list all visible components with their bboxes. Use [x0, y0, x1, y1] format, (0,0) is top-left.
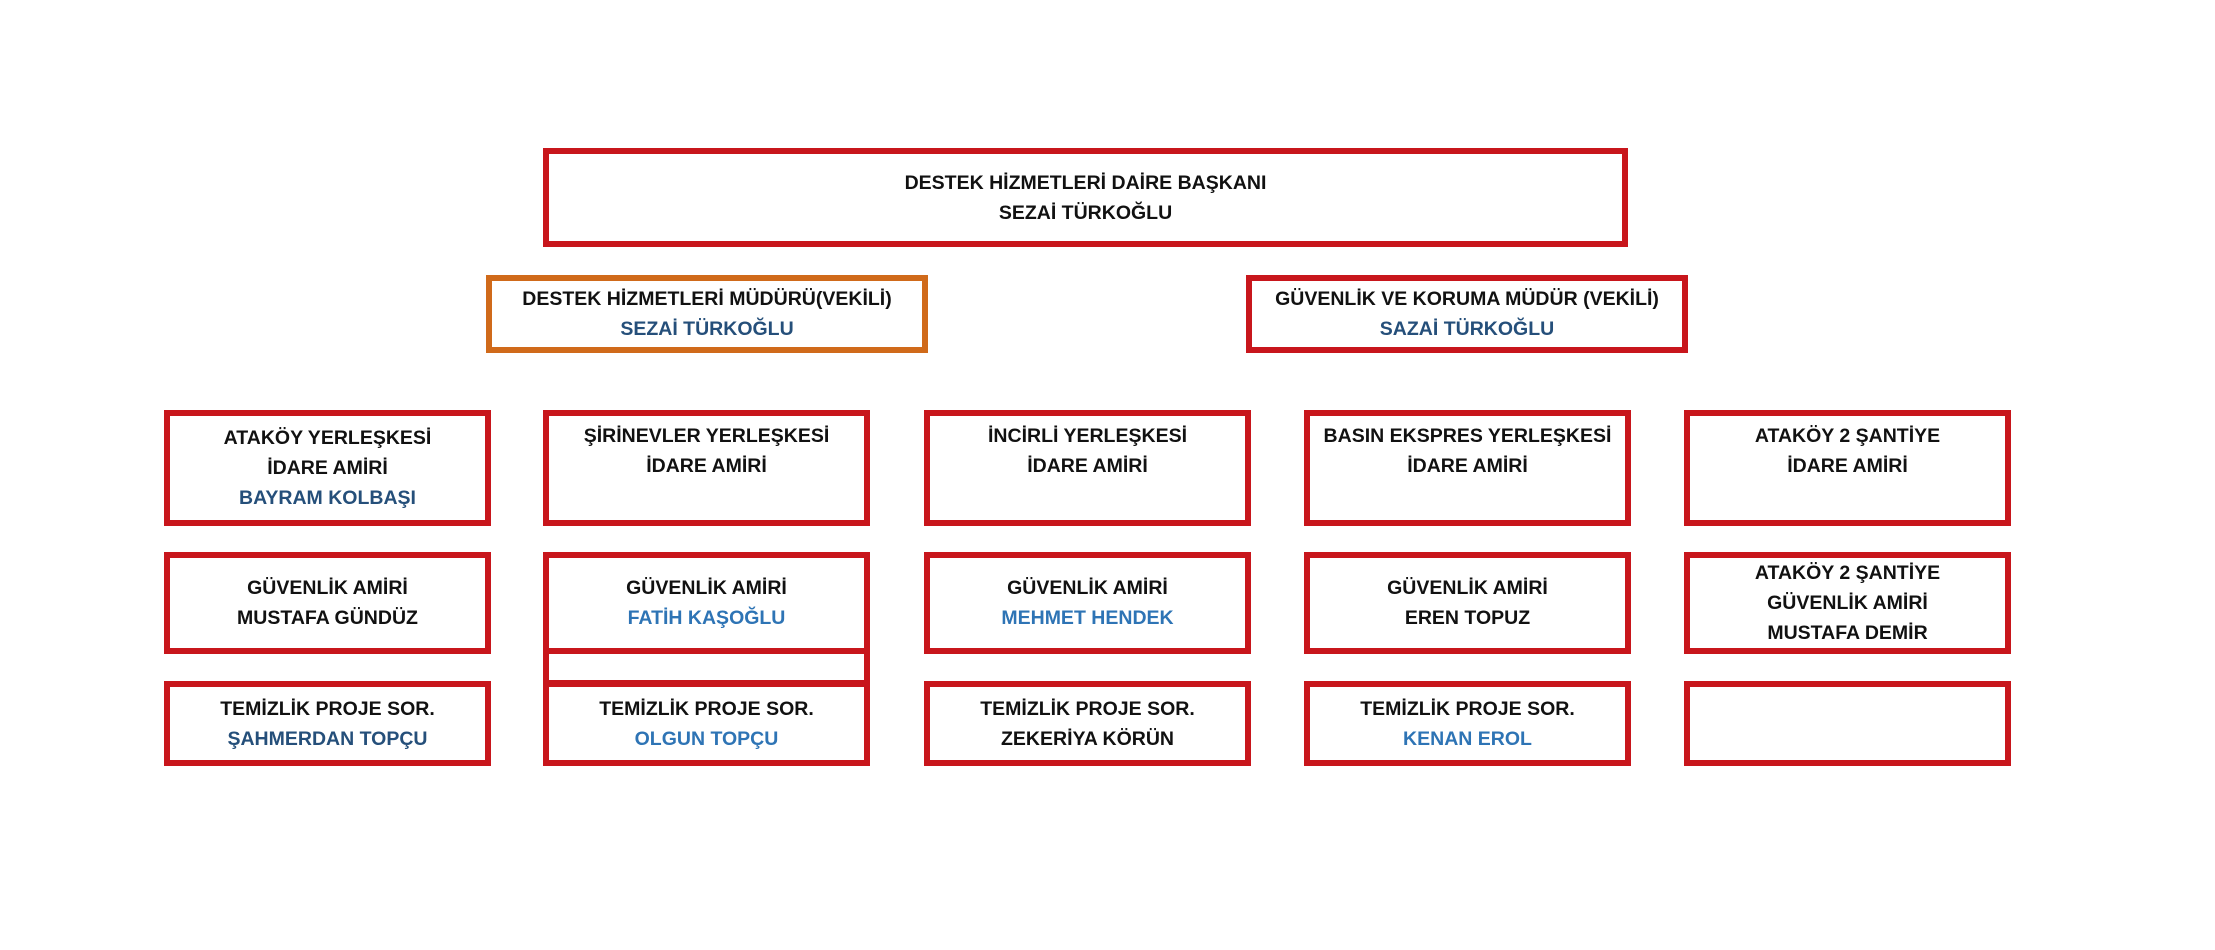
security-chief-role: GÜVENLİK AMİRİ	[1007, 577, 1168, 599]
cleaning-supervisor-name: ŞAHMERDAN TOPÇU	[227, 727, 428, 750]
department-head-title: DESTEK HİZMETLERİ DAİRE BAŞKANI	[904, 171, 1267, 194]
security-manager-name: SAZAİ TÜRKOĞLU	[1379, 318, 1555, 340]
security-chief-role: GÜVENLİK AMİRİ	[1767, 592, 1928, 614]
campus-role: İDARE AMİRİ	[267, 457, 388, 479]
support-services-manager-name: SEZAİ TÜRKOĞLU	[620, 318, 794, 340]
security-chief-role: GÜVENLİK AMİRİ	[1387, 577, 1548, 599]
campus-admin-box: İNCİRLİ YERLEŞKESİ İDARE AMİRİ	[924, 410, 1251, 526]
security-chief-box: GÜVENLİK AMİRİ MUSTAFA GÜNDÜZ	[164, 552, 491, 654]
campus-role: İDARE AMİRİ	[1787, 455, 1908, 477]
cleaning-supervisor-role: TEMİZLİK PROJE SOR.	[220, 697, 435, 720]
cleaning-supervisor-name: ZEKERİYA KÖRÜN	[1001, 727, 1174, 750]
security-chief-box: GÜVENLİK AMİRİ FATİH KAŞOĞLU	[543, 552, 870, 654]
cleaning-supervisor-box: TEMİZLİK PROJE SOR. OLGUN TOPÇU	[543, 681, 870, 766]
support-services-manager-title: DESTEK HİZMETLERİ MÜDÜRÜ(VEKİLİ)	[522, 288, 892, 310]
security-chief-name: MEHMET HENDEK	[1001, 607, 1174, 629]
security-chief-name: MUSTAFA GÜNDÜZ	[237, 607, 418, 629]
security-chief-box: GÜVENLİK AMİRİ MEHMET HENDEK	[924, 552, 1251, 654]
cleaning-supervisor-box: TEMİZLİK PROJE SOR. KENAN EROL	[1304, 681, 1631, 766]
campus-role: İDARE AMİRİ	[1027, 455, 1148, 477]
security-manager-box: GÜVENLİK VE KORUMA MÜDÜR (VEKİLİ) SAZAİ …	[1246, 275, 1688, 353]
department-head-name: SEZAİ TÜRKOĞLU	[998, 201, 1173, 224]
security-chief-name: FATİH KAŞOĞLU	[627, 607, 786, 629]
cleaning-supervisor-box: TEMİZLİK PROJE SOR. ŞAHMERDAN TOPÇU	[164, 681, 491, 766]
campus-role: İDARE AMİRİ	[646, 455, 767, 477]
campus-role: İDARE AMİRİ	[1407, 455, 1528, 477]
campus-name: BASIN EKSPRES YERLEŞKESİ	[1323, 425, 1612, 447]
support-services-manager-box: DESTEK HİZMETLERİ MÜDÜRÜ(VEKİLİ) SEZAİ T…	[486, 275, 928, 353]
campus-admin-box: ATAKÖY 2 ŞANTİYE İDARE AMİRİ	[1684, 410, 2011, 526]
cleaning-supervisor-box-empty	[1684, 681, 2011, 766]
security-chief-site: ATAKÖY 2 ŞANTİYE	[1754, 562, 1941, 584]
cleaning-supervisor-role: TEMİZLİK PROJE SOR.	[599, 697, 814, 720]
security-chief-name: EREN TOPUZ	[1404, 607, 1531, 629]
campus-admin-box: ATAKÖY YERLEŞKESİ İDARE AMİRİ BAYRAM KOL…	[164, 410, 491, 526]
campus-admin-box: BASIN EKSPRES YERLEŞKESİ İDARE AMİRİ	[1304, 410, 1631, 526]
department-head-box: DESTEK HİZMETLERİ DAİRE BAŞKANI SEZAİ TÜ…	[543, 148, 1628, 247]
campus-name: ATAKÖY YERLEŞKESİ	[223, 427, 432, 449]
campus-name: İNCİRLİ YERLEŞKESİ	[987, 425, 1187, 447]
cleaning-supervisor-name: KENAN EROL	[1403, 727, 1532, 750]
security-chief-box: GÜVENLİK AMİRİ EREN TOPUZ	[1304, 552, 1631, 654]
security-chief-role: GÜVENLİK AMİRİ	[626, 577, 787, 599]
cleaning-supervisor-role: TEMİZLİK PROJE SOR.	[980, 697, 1195, 720]
campus-admin-box: ŞİRİNEVLER YERLEŞKESİ İDARE AMİRİ	[543, 410, 870, 526]
cleaning-supervisor-role: TEMİZLİK PROJE SOR.	[1360, 697, 1575, 720]
cleaning-supervisor-name: OLGUN TOPÇU	[634, 727, 779, 750]
security-chief-box: ATAKÖY 2 ŞANTİYE GÜVENLİK AMİRİ MUSTAFA …	[1684, 552, 2011, 654]
security-manager-title: GÜVENLİK VE KORUMA MÜDÜR (VEKİLİ)	[1275, 288, 1659, 310]
cleaning-supervisor-box: TEMİZLİK PROJE SOR. ZEKERİYA KÖRÜN	[924, 681, 1251, 766]
campus-name: ATAKÖY 2 ŞANTİYE	[1754, 425, 1941, 447]
security-chief-name: MUSTAFA DEMİR	[1767, 622, 1928, 644]
security-chief-role: GÜVENLİK AMİRİ	[247, 577, 408, 599]
campus-name: ŞİRİNEVLER YERLEŞKESİ	[583, 425, 830, 447]
campus-admin-name: BAYRAM KOLBAŞI	[239, 487, 416, 509]
